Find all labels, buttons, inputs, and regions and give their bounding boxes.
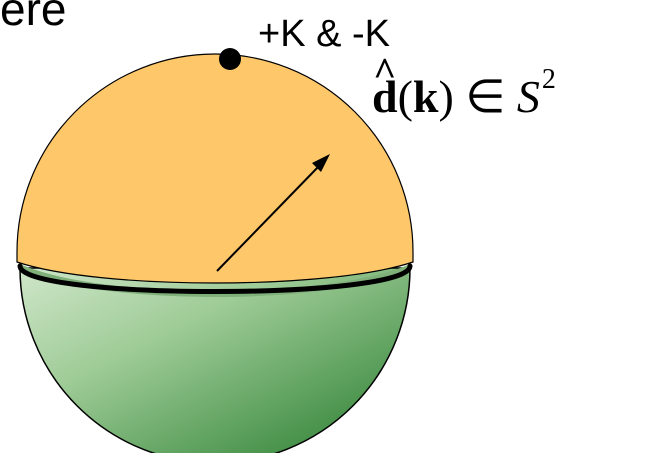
- space-s: S: [516, 71, 540, 122]
- hat-symbol: ^: [373, 49, 397, 94]
- direction-arrow: [216, 164, 321, 272]
- slide-title-fragment: ere: [0, 0, 67, 35]
- pole-label: +K & -K: [258, 13, 390, 55]
- element-of-symbol: ∈: [465, 71, 506, 122]
- lower-hemisphere: [19, 267, 411, 453]
- pole-dot: [219, 48, 241, 70]
- paren-open: (: [397, 71, 413, 122]
- upper-hemisphere: [16, 53, 414, 284]
- equator-line: [17, 263, 413, 294]
- formula-d-hat-in-s2: ^ d (k) ∈ S2: [372, 52, 556, 122]
- d-letter: d: [372, 71, 398, 122]
- exponent: 2: [541, 64, 556, 95]
- paren-close: ): [438, 71, 454, 122]
- arrow-head: [312, 154, 330, 172]
- k-letter: k: [412, 71, 439, 122]
- d-hat: ^ d: [372, 52, 398, 122]
